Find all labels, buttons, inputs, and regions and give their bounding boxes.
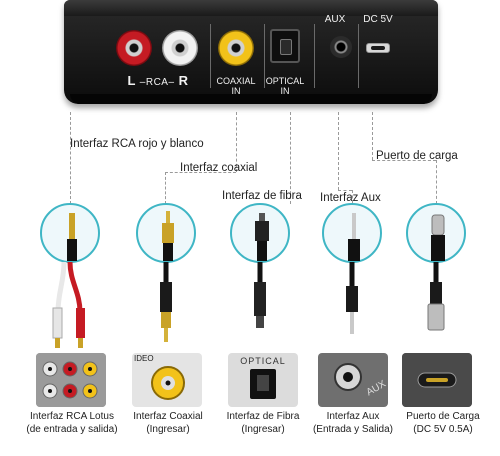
caption-rca: Interfaz RCA Lotus (de entrada y salida) (20, 410, 124, 436)
coaxial-port (218, 30, 254, 66)
port-divider (358, 24, 359, 88)
usbc-photo (402, 353, 472, 407)
port-divider (264, 24, 265, 88)
optical-label-in: IN (280, 86, 290, 96)
caption-fibra-sub: (Ingresar) (241, 424, 285, 435)
rca-label: L –RCA– R (118, 73, 198, 88)
rca-lotus-photo (36, 353, 106, 407)
usbc-plug-icon (431, 214, 445, 261)
callout-line (165, 172, 166, 204)
callout-fibra: Interfaz de fibra (222, 190, 302, 202)
caption-aux: Interfaz Aux (Entrada y Salida) (308, 410, 398, 436)
callout-carga: Puerto de carga (376, 150, 458, 162)
optical-photo: OPTICAL (228, 353, 298, 407)
optical-plug-icon (255, 213, 269, 261)
optical-plug-circle (230, 203, 290, 263)
callout-line (236, 112, 237, 172)
caption-aux-title: Interfaz Aux (326, 411, 380, 422)
coaxial-photo-text: IDEO (134, 354, 154, 363)
aux-port (330, 36, 352, 58)
cables (52, 262, 445, 348)
coaxial-plug-icon (162, 211, 174, 261)
optical-photo-text: OPTICAL (240, 356, 286, 366)
callout-line (372, 112, 373, 160)
caption-coaxial-title: Interfaz Coaxial (133, 411, 203, 422)
aux-plug-icon (348, 213, 360, 261)
rca-white-port (162, 30, 198, 66)
caption-rca-title: Interfaz RCA Lotus (30, 411, 114, 422)
caption-carga: Puerto de Carga (DC 5V 0.5A) (398, 410, 488, 436)
coaxial-plug-circle (136, 203, 196, 263)
rca-center-label: –RCA– (139, 77, 175, 88)
aux-plug-circle (322, 203, 382, 263)
caption-coaxial-sub: (Ingresar) (146, 424, 190, 435)
callout-line (338, 190, 352, 191)
rca-right-label: R (178, 73, 189, 88)
callout-line (338, 112, 339, 190)
rca-plug-circle (40, 203, 100, 263)
caption-aux-sub: (Entrada y Salida) (312, 424, 394, 435)
rca-plug-icon (67, 213, 77, 261)
callout-line (70, 112, 71, 204)
usbc-plug-circle (406, 203, 466, 263)
port-divider (210, 24, 211, 88)
callout-line (352, 190, 353, 204)
optical-label-top: OPTICAL (265, 76, 305, 86)
callout-line (290, 112, 291, 204)
optical-port (270, 29, 300, 63)
caption-coaxial: Interfaz Coaxial (Ingresar) (126, 410, 210, 436)
device-top-edge (64, 0, 438, 16)
caption-rca-sub: (de entrada y salida) (26, 424, 118, 435)
bluetooth-receiver-device: L –RCA– R COAXIAL IN OPTICAL IN AUX DC 5… (64, 0, 438, 104)
rca-red-port (116, 30, 152, 66)
dc-port (366, 43, 390, 53)
coaxial-label-in: IN (231, 86, 241, 96)
aux-label: AUX (324, 14, 346, 25)
coaxial-photo: IDEO (132, 353, 202, 407)
dc-label: DC 5V (363, 14, 393, 25)
callout-aux: Interfaz Aux (320, 192, 381, 204)
caption-fibra-title: Interfaz de Fibra (226, 411, 300, 422)
coaxial-label-top: COAXIAL (216, 76, 256, 86)
callout-coaxial: Interfaz coaxial (180, 162, 258, 174)
caption-fibra: Interfaz de Fibra (Ingresar) (218, 410, 308, 436)
optical-label: OPTICAL IN (262, 76, 308, 96)
port-divider (314, 24, 315, 88)
callout-line (165, 172, 236, 173)
callout-line (436, 160, 437, 204)
rca-left-label: L (127, 73, 136, 88)
coaxial-label: COAXIAL IN (210, 76, 262, 96)
device-bottom-edge (70, 94, 432, 104)
caption-carga-title: Puerto de Carga (406, 411, 480, 422)
caption-carga-sub: (DC 5V 0.5A) (413, 424, 473, 435)
callout-rca: Interfaz RCA rojo y blanco (70, 138, 204, 150)
callout-line (372, 160, 436, 161)
aux-photo: AUX (318, 353, 388, 407)
